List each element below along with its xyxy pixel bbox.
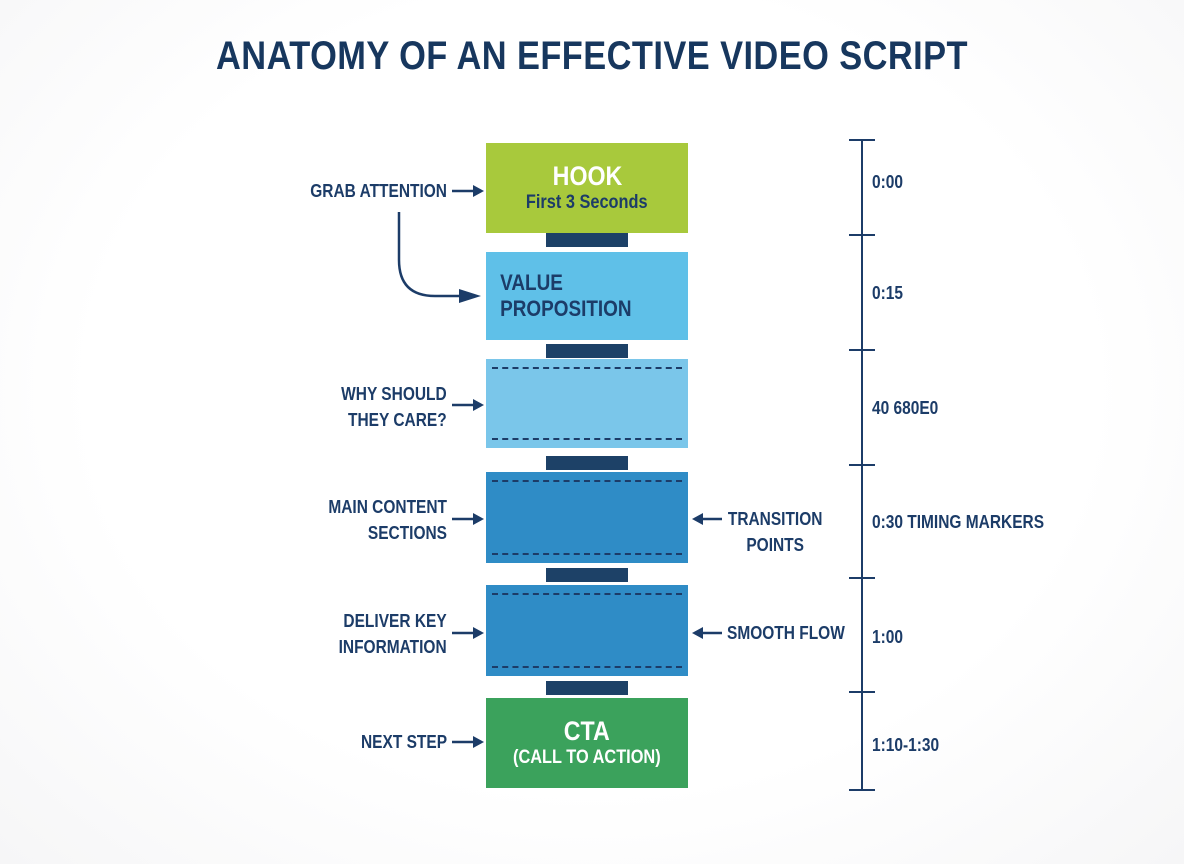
- box-value-proposition: VALUE PROPOSITION: [486, 252, 688, 340]
- dashed-divider-bottom: [492, 438, 682, 440]
- connector-bar-2: [546, 344, 628, 358]
- label-grab-attention: GRAB ATTENTION: [310, 181, 447, 201]
- timeline-tick: [849, 577, 875, 579]
- time-label-2: 40 680E0: [872, 398, 939, 418]
- time-label-1: 0:15: [872, 283, 903, 303]
- right-arrow-icon: [452, 513, 484, 525]
- right-arrow-icon: [452, 627, 484, 639]
- curved-arrow-icon: [397, 212, 481, 303]
- value-proposition-title: VALUE PROPOSITION: [500, 270, 632, 321]
- label-deliver-key-information: DELIVER KEY INFORMATION: [339, 608, 447, 660]
- box-why-they-care: [486, 359, 688, 448]
- right-arrow-icon: [452, 185, 484, 197]
- timeline-tick: [849, 464, 875, 466]
- timeline-tick: [849, 234, 875, 236]
- connector-bar-4: [546, 568, 628, 582]
- label-smooth-flow: SMOOTH FLOW: [727, 623, 845, 643]
- time-label-5: 1:10-1:30: [872, 735, 940, 755]
- hook-subtitle: First 3 Seconds: [526, 192, 648, 214]
- label-line: TRANSITION: [727, 509, 823, 529]
- right-arrow-icon: [452, 399, 484, 411]
- right-arrow-icon: [452, 736, 484, 748]
- timeline-tick: [849, 139, 875, 141]
- time-label-0: 0:00: [872, 172, 903, 192]
- connector-bar-3: [546, 456, 628, 470]
- time-label-4: 1:00: [872, 627, 903, 647]
- time-label-3: 0:30 TIMING MARKERS: [872, 512, 1045, 532]
- label-line: WHY SHOULD: [341, 384, 447, 404]
- left-arrow-icon: [692, 627, 722, 639]
- label-why-should-they-care: WHY SHOULD THEY CARE?: [342, 381, 447, 433]
- cta-title: CTA: [563, 716, 611, 747]
- label-line: MAIN CONTENT: [328, 497, 447, 517]
- left-arrow-icon: [692, 513, 722, 525]
- dashed-divider-top: [492, 593, 682, 595]
- connector-bar-1: [546, 233, 628, 247]
- box-hook: HOOK First 3 Seconds: [486, 143, 688, 233]
- dashed-divider-top: [492, 367, 682, 369]
- box-main-content: [486, 472, 688, 563]
- label-transition-points: TRANSITION POINTS: [727, 506, 823, 558]
- label-line: INFORMATION: [338, 637, 447, 657]
- label-line: DELIVER KEY: [343, 611, 447, 631]
- dashed-divider-bottom: [492, 666, 682, 668]
- connector-bar-5: [546, 681, 628, 695]
- dashed-divider-bottom: [492, 553, 682, 555]
- box-deliver-key: [486, 585, 688, 676]
- label-line: THEY CARE?: [348, 410, 447, 430]
- timeline-tick: [849, 691, 875, 693]
- dashed-divider-top: [492, 480, 682, 482]
- timeline-tick: [849, 349, 875, 351]
- timeline-tick: [849, 789, 875, 791]
- label-main-content-sections: MAIN CONTENT SECTIONS: [328, 494, 447, 546]
- box-cta: CTA (CALL TO ACTION): [486, 698, 688, 788]
- label-next-step: NEXT STEP: [360, 732, 447, 752]
- cta-subtitle: (CALL TO ACTION): [513, 747, 661, 769]
- hook-title: HOOK: [552, 161, 622, 192]
- label-line: SECTIONS: [367, 523, 447, 543]
- label-line: POINTS: [746, 535, 804, 555]
- page-title: ANATOMY OF AN EFFECTIVE VIDEO SCRIPT: [216, 34, 968, 78]
